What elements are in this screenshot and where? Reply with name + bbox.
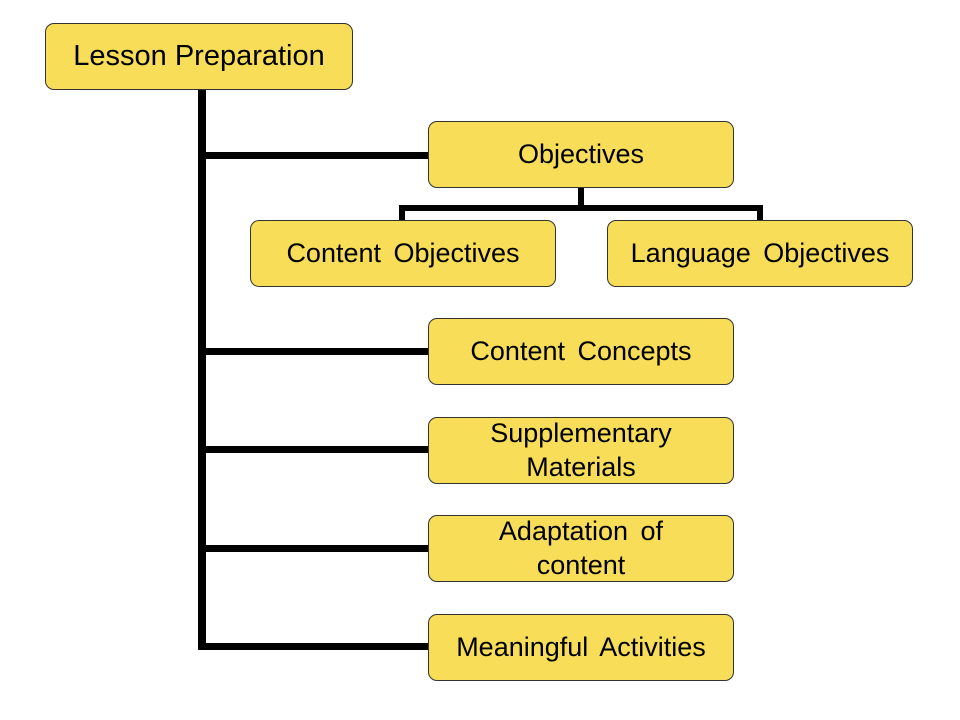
node-label: Objectives [517, 138, 645, 169]
node-content-objectives: Content Objectives [250, 220, 556, 287]
objectives-stem-line [578, 187, 584, 210]
node-language-objectives: Language Objectives [607, 220, 913, 287]
node-objectives: Objectives [428, 121, 734, 188]
branch-line-adaptation-of-content [198, 545, 430, 552]
content-objectives-drop-line [399, 205, 405, 221]
objectives-crossbar-line [399, 205, 763, 211]
node-label: Adaptation of content [498, 516, 664, 580]
node-supplementary-materials: Supplementary Materials [428, 417, 734, 484]
node-label: Meaningful Activities [456, 631, 706, 662]
node-meaningful-activities: Meaningful Activities [428, 614, 734, 681]
branch-line-content-concepts [198, 348, 430, 355]
node-label: Content Concepts [470, 335, 692, 366]
branch-line-meaningful-activities [198, 643, 430, 650]
node-label: Supplementary Materials [490, 418, 672, 482]
node-label: Content Objectives [286, 237, 520, 268]
trunk-line [198, 90, 206, 650]
branch-line-objectives [198, 152, 430, 159]
node-label: Language Objectives [630, 237, 890, 268]
node-adaptation-of-content: Adaptation of content [428, 515, 734, 582]
language-objectives-drop-line [757, 205, 763, 221]
node-content-concepts: Content Concepts [428, 318, 734, 385]
node-label: Lesson Preparation [73, 39, 325, 72]
node-lesson-preparation: Lesson Preparation [45, 23, 353, 90]
branch-line-supplementary-materials [198, 446, 430, 453]
